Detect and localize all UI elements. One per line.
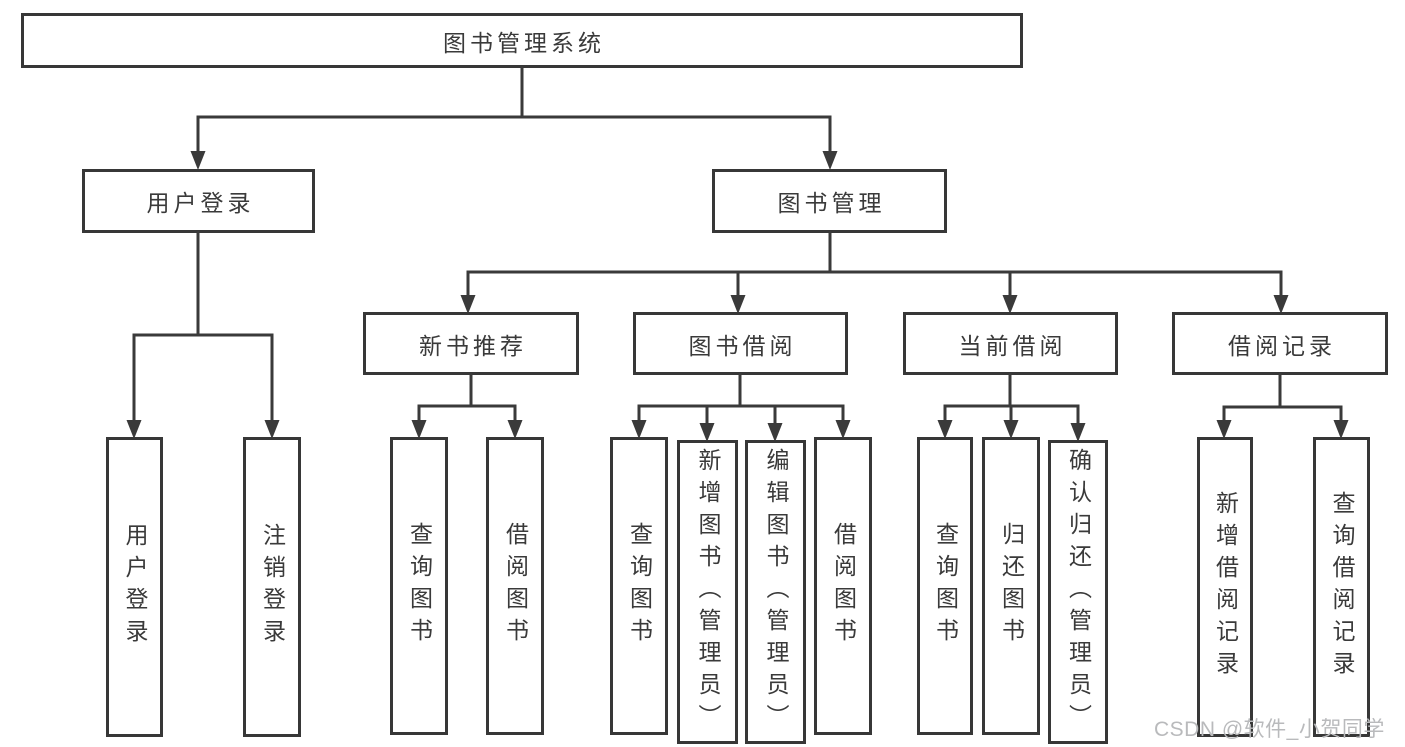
connector-user-login-to-leaves	[126, 231, 280, 439]
leaf-edit-books-admin: 编辑图书（管理员）	[745, 440, 806, 744]
node-book-borrow-label: 图书借阅	[688, 332, 797, 359]
leaf-query-borrow-record: 查询借阅记录	[1313, 437, 1370, 737]
node-borrow-records: 借阅记录	[1172, 312, 1388, 375]
leaf-query-books-borrow: 查询图书	[610, 437, 668, 735]
node-borrow-records-label: 借阅记录	[1228, 332, 1336, 359]
leaf-borrow-books: 借阅图书	[814, 437, 872, 735]
connector-new-book-to-leaves	[411, 373, 523, 439]
leaf-confirm-return-admin: 确认归还（管理员）	[1048, 440, 1108, 744]
node-book-management-label: 图书管理	[777, 190, 886, 216]
leaf-add-borrow-record: 新增借阅记录	[1197, 437, 1253, 737]
connector-book-borrow-to-leaves	[631, 373, 851, 442]
node-user-login: 用户登录	[82, 169, 315, 233]
leaf-logout-login: 注销登录	[243, 437, 301, 737]
node-library-system-label: 图书管理系统	[443, 29, 605, 56]
node-library-system: 图书管理系统	[21, 13, 1023, 68]
leaf-return-books: 归还图书	[982, 437, 1040, 735]
node-book-management: 图书管理	[712, 169, 947, 233]
node-book-borrow: 图书借阅	[633, 312, 848, 375]
leaf-borrow-books-recommend: 借阅图书	[486, 437, 544, 735]
node-current-borrow: 当前借阅	[903, 312, 1118, 375]
node-new-book-recommend: 新书推荐	[363, 312, 579, 375]
node-current-borrow-label: 当前借阅	[958, 332, 1067, 359]
leaf-query-books-current: 查询图书	[917, 437, 973, 735]
connector-root-to-level2	[190, 66, 838, 170]
leaf-add-books-admin: 新增图书（管理员）	[677, 440, 738, 744]
connector-borrow-records-to-leaves	[1216, 373, 1349, 439]
connector-book-mgmt-to-level3	[460, 231, 1289, 314]
leaf-user-login: 用户登录	[106, 437, 163, 737]
leaf-query-books-recommend: 查询图书	[390, 437, 448, 735]
node-user-login-label: 用户登录	[146, 190, 255, 216]
connector-current-borrow-to-leaves	[937, 373, 1086, 442]
csdn-watermark: CSDN @软件_小贺同学	[1154, 718, 1385, 741]
node-new-book-recommend-label: 新书推荐	[419, 332, 527, 359]
